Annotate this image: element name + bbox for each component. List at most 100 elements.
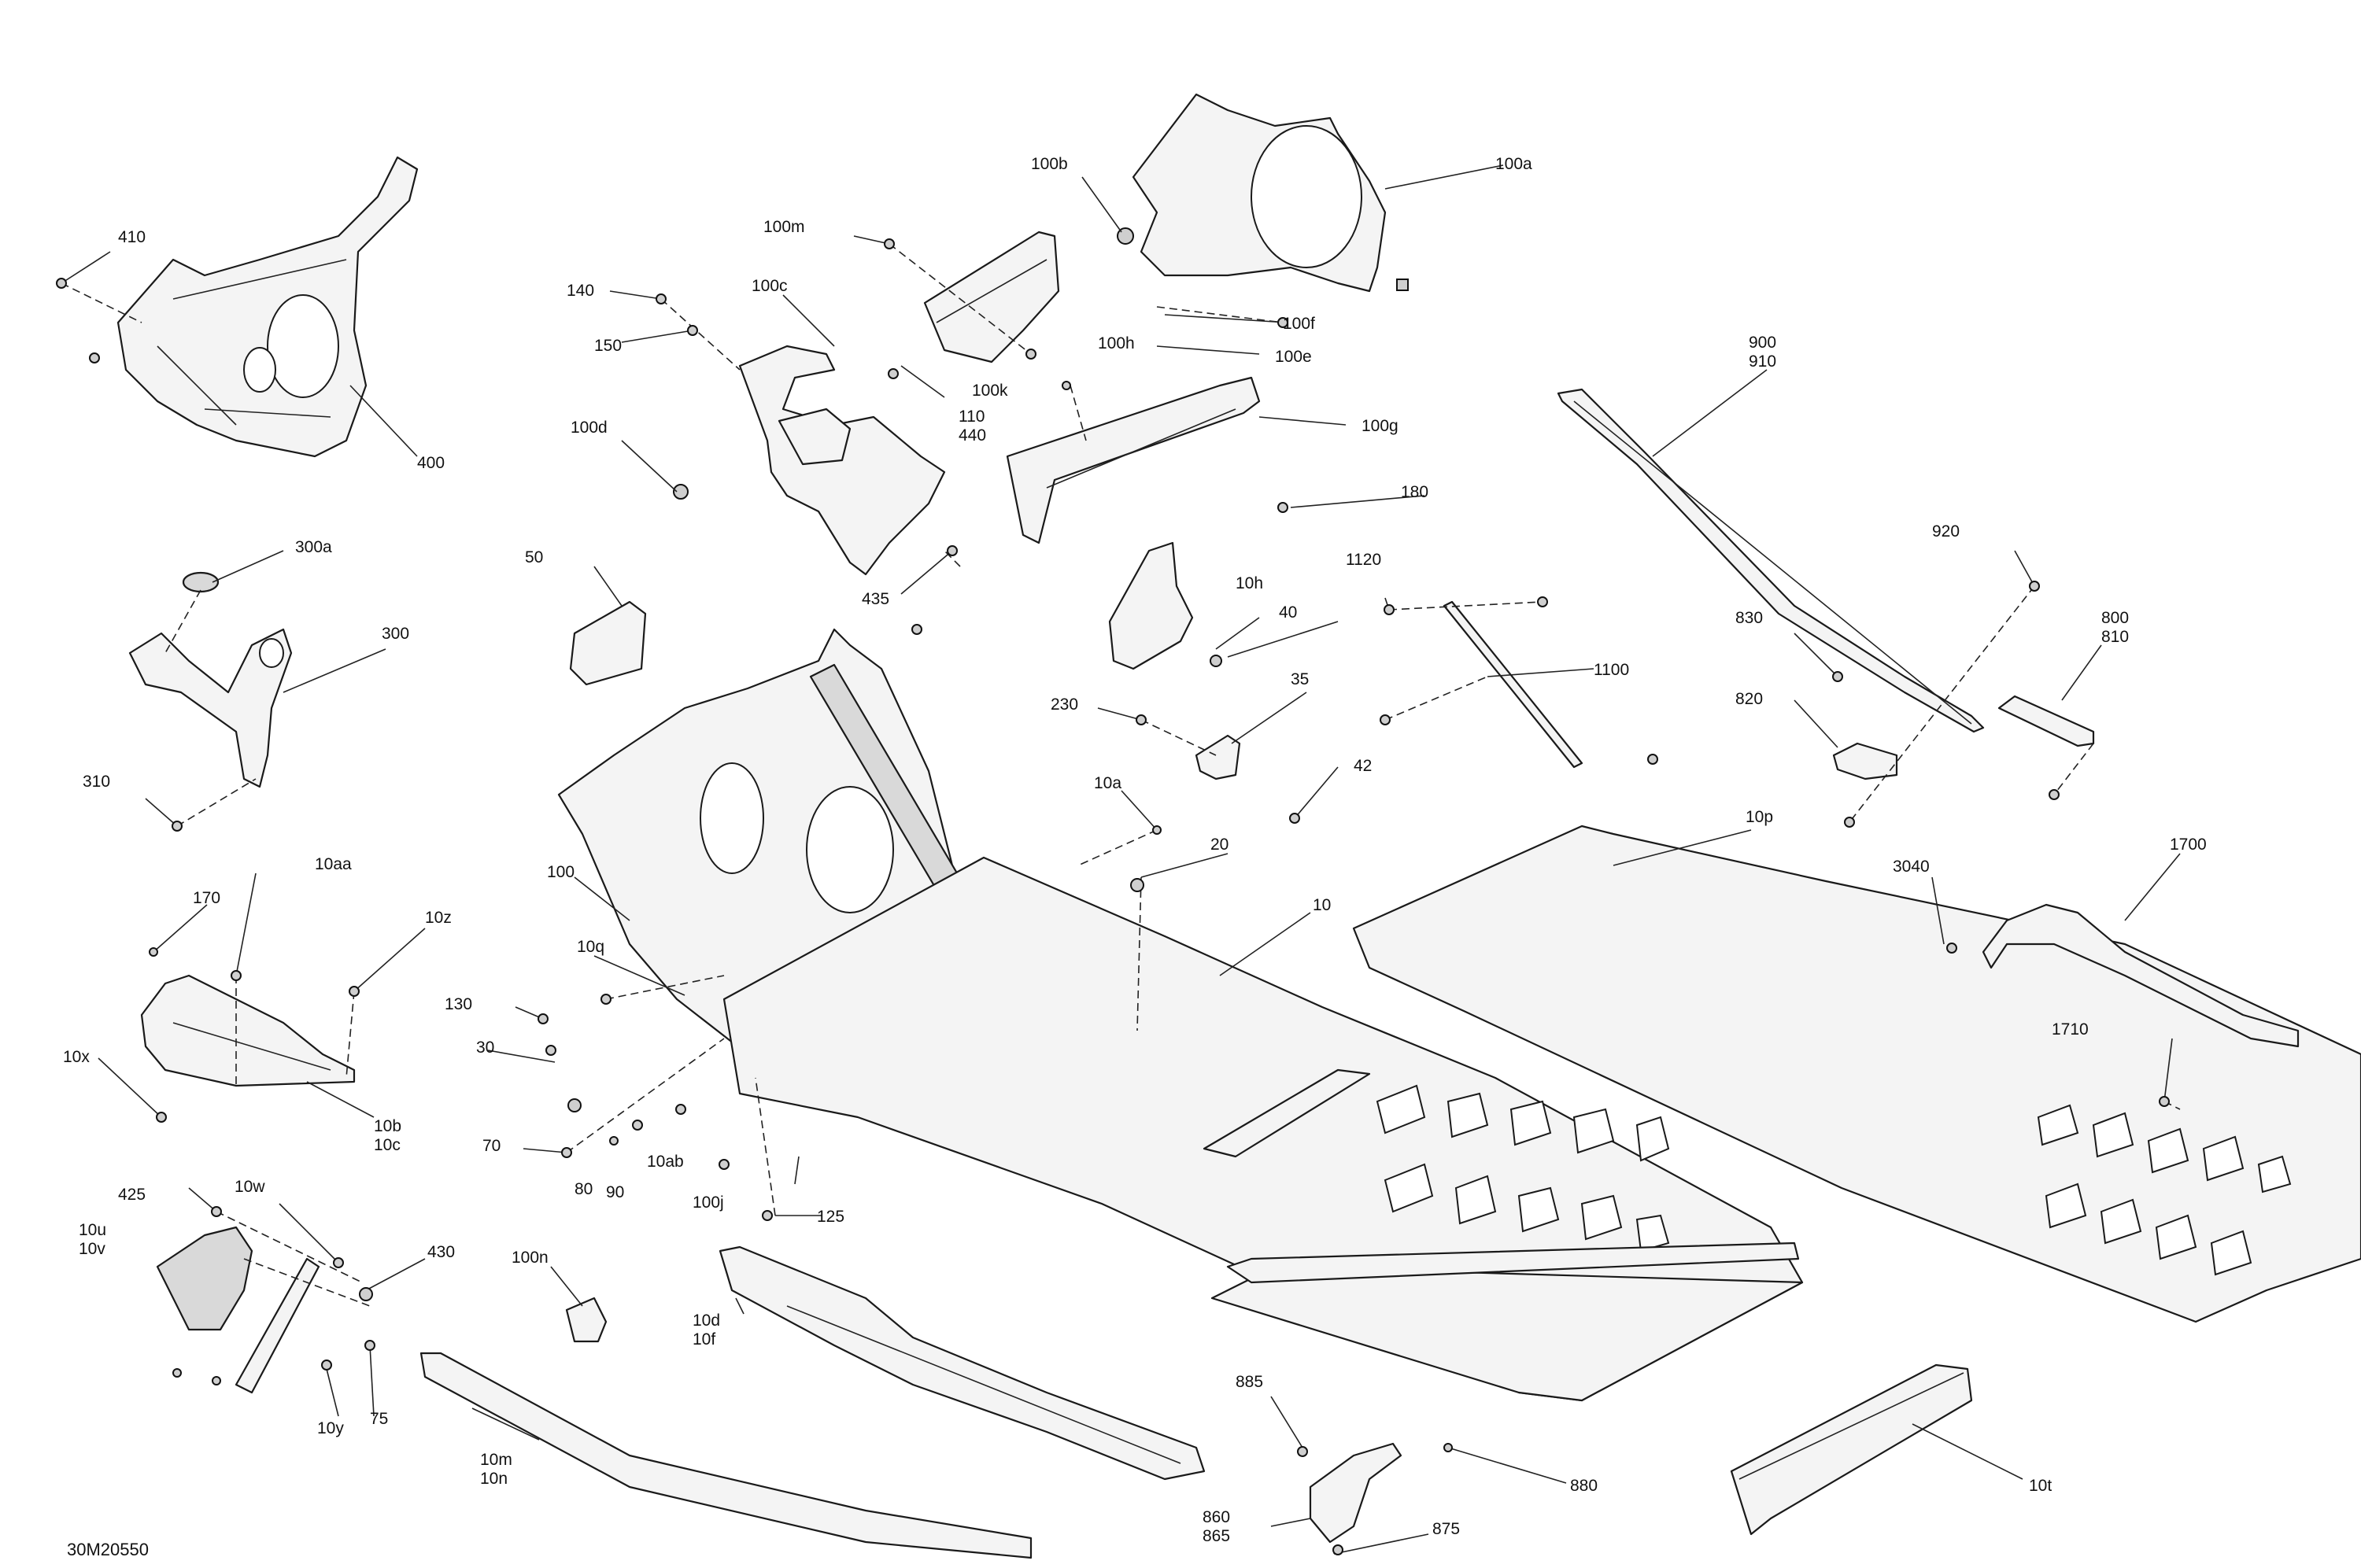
label-100f: 100f (1283, 315, 1315, 333)
label-10w: 10w (235, 1178, 265, 1196)
part-10t-bumper (1730, 1363, 1973, 1536)
label-425: 425 (118, 1186, 146, 1204)
label-10: 10 (1313, 896, 1331, 914)
label-100m: 100m (763, 218, 805, 236)
label-10h: 10h (1236, 574, 1263, 592)
label-10p: 10p (1746, 808, 1773, 826)
label-10x: 10x (63, 1048, 90, 1066)
part-100m-cover (923, 231, 1060, 363)
part-800-plate (1997, 695, 2095, 747)
label-100k: 100k (972, 382, 1008, 400)
part-400-front-frame (116, 156, 419, 458)
part-1100-brace (1443, 600, 1583, 769)
label-10c: 10c (374, 1136, 401, 1154)
label-10aa: 10aa (315, 855, 352, 873)
label-10d: 10d (693, 1312, 720, 1330)
label-35: 35 (1291, 670, 1309, 688)
part-10w-strut (235, 1257, 320, 1394)
label-75: 75 (370, 1410, 388, 1428)
part-900-rail (1557, 388, 1985, 733)
label-885: 885 (1236, 1373, 1263, 1391)
label-435: 435 (862, 590, 889, 608)
part-820-pad (1832, 742, 1898, 780)
label-10b: 10b (374, 1117, 401, 1135)
label-10u: 10u (79, 1221, 106, 1239)
label-860: 860 (1203, 1508, 1230, 1526)
part-10h-bracket (1108, 541, 1194, 670)
label-100e: 100e (1275, 348, 1312, 366)
leader-lines (61, 164, 2181, 1555)
label-10ab: 10ab (647, 1153, 684, 1171)
label-100n: 100n (512, 1249, 549, 1267)
label-100a: 100a (1495, 155, 1532, 173)
label-230: 230 (1051, 695, 1078, 714)
label-1120: 1120 (1346, 551, 1381, 569)
part-10b-footrest (140, 974, 356, 1087)
part-10m-strip (419, 1352, 1033, 1559)
part-10-main-chassis (557, 628, 1804, 1402)
label-300: 300 (382, 625, 409, 643)
label-110: 110 (959, 408, 985, 426)
hardware-fasteners (56, 238, 2170, 1555)
label-130: 130 (445, 995, 472, 1013)
label-90: 90 (606, 1183, 624, 1201)
label-310: 310 (83, 773, 110, 791)
label-300a: 300a (295, 538, 332, 556)
label-865: 865 (1203, 1527, 1230, 1545)
label-1700: 1700 (2170, 836, 2207, 854)
part-1700-rail (1982, 903, 2300, 1048)
label-830: 830 (1735, 609, 1763, 627)
label-140: 140 (567, 282, 594, 300)
label-10f: 10f (693, 1330, 715, 1348)
label-42: 42 (1354, 757, 1372, 775)
part-100a-upper-frame (1117, 93, 1409, 293)
label-875: 875 (1432, 1520, 1460, 1538)
label-100h: 100h (1098, 334, 1135, 352)
label-125: 125 (817, 1208, 844, 1226)
label-10n: 10n (480, 1470, 508, 1488)
label-10v: 10v (79, 1240, 105, 1258)
label-10q: 10q (577, 938, 604, 956)
drawing-number: 30M20550 (67, 1540, 149, 1559)
label-100j: 100j (693, 1194, 724, 1212)
label-100: 100 (547, 863, 575, 881)
label-10y: 10y (317, 1419, 344, 1437)
label-100d: 100d (571, 419, 608, 437)
label-900: 900 (1749, 334, 1776, 352)
label-430: 430 (427, 1243, 455, 1261)
label-70: 70 (482, 1137, 501, 1155)
label-910: 910 (1749, 352, 1776, 371)
label-1710: 1710 (2052, 1020, 2089, 1039)
part-100d-nut (673, 484, 689, 500)
label-800: 800 (2101, 609, 2129, 627)
label-810: 810 (2101, 628, 2129, 646)
label-1100: 1100 (1594, 661, 1629, 679)
label-400: 400 (417, 454, 445, 472)
part-100g-channel (1006, 376, 1261, 544)
label-440: 440 (959, 426, 986, 445)
part-860-bracket (1309, 1442, 1402, 1544)
label-3040: 3040 (1893, 858, 1930, 876)
label-100g: 100g (1362, 417, 1398, 435)
label-180: 180 (1401, 483, 1428, 501)
label-820: 820 (1735, 690, 1763, 708)
part-300a-cap (182, 571, 220, 593)
part-hardware-100a (1396, 279, 1409, 291)
label-20: 20 (1210, 836, 1229, 854)
label-80: 80 (575, 1180, 593, 1198)
label-10t: 10t (2029, 1477, 2052, 1495)
label-150: 150 (594, 337, 622, 355)
part-100n-cap (565, 1297, 608, 1343)
label-40: 40 (1279, 603, 1297, 622)
callout-labels: 410 400 300a 300 310 140 150 100c 100d 1… (63, 155, 2207, 1545)
label-170: 170 (193, 889, 220, 907)
part-300-support (128, 571, 293, 788)
part-10d-side-rail (719, 1245, 1206, 1481)
label-100c: 100c (752, 277, 788, 295)
label-410: 410 (118, 228, 146, 246)
label-100b: 100b (1031, 155, 1068, 173)
label-880: 880 (1570, 1477, 1598, 1495)
label-30: 30 (476, 1039, 494, 1057)
part-10u-mesh-plate (156, 1226, 253, 1331)
